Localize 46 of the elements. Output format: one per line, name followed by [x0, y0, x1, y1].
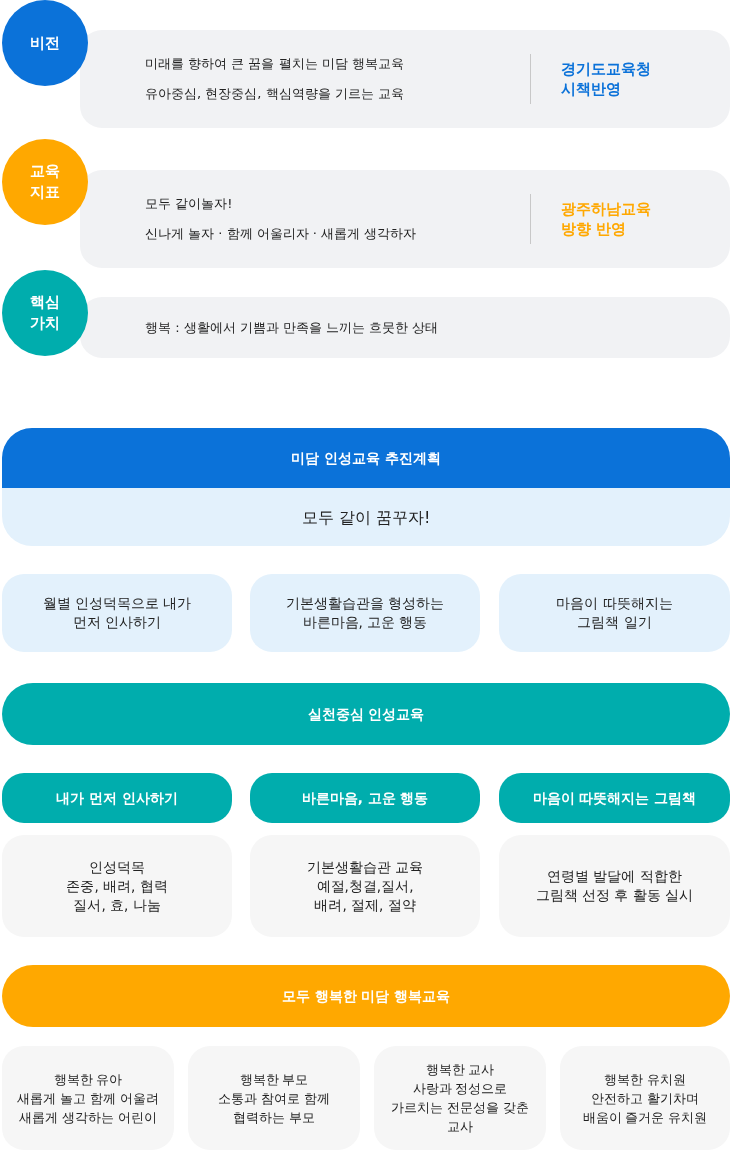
card-text: 행복한 교사 [425, 1061, 495, 1079]
category-pill [250, 773, 480, 823]
card-text: 소통과 참여로 함께 협력하는 부모 [217, 1089, 331, 1127]
source-note: 경기도교육청 시책반영 [561, 59, 652, 99]
heading-text: 내가 먼저 인사하기 [56, 788, 178, 808]
category-pill [2, 773, 232, 823]
slogan-panel [2, 488, 730, 546]
heading-text: 실천중심 인성교육 [307, 704, 425, 724]
heading-text: 미담 인성교육 추진계획 [291, 448, 441, 468]
card-text: 행복한 유치원 [604, 1070, 686, 1089]
badge-label: 핵심 가치 [29, 292, 61, 334]
heading-text: 마음이 따뜻해지는 그림책 [532, 788, 697, 808]
statement-text: 유아중심, 현장중심, 핵심역량을 기르는 교육 [145, 86, 405, 102]
badge-label: 비전 [30, 32, 60, 54]
card-text: 질서, 효, 나눔 [73, 895, 161, 915]
statement-text: 행복 : 생활에서 기쁨과 만족을 느끼는 흐뭇한 상태 [145, 319, 440, 336]
info-band [80, 30, 730, 128]
source-note: 광주하남교육 방향 반영 [561, 199, 652, 239]
badge-label: 교육 지표 [29, 161, 61, 203]
heading-text: 모두 행복한 미담 행복교육 [281, 986, 451, 1006]
card-text: 연령별 발달에 적합한 그림책 선정 후 활동 실시 [534, 867, 695, 905]
card-text: 안전하고 활기차며 배움이 즐거운 유치원 [581, 1089, 709, 1127]
card-text: 기본생활습관 교육 [306, 857, 424, 877]
category-pill [499, 773, 730, 823]
statement-text: 모두 같이놀자! [145, 196, 234, 212]
card-text: 예절,청결,질서, [316, 876, 414, 896]
plan-card [2, 574, 232, 652]
info-band [80, 297, 730, 358]
card-text: 행복한 유아 [53, 1070, 123, 1089]
plan-card [499, 574, 730, 652]
card-text: 마음이 따뜻해지는 그림책 일기 [555, 594, 674, 632]
info-band [80, 170, 730, 268]
card-text: 존중, 배려, 협력 [66, 876, 168, 896]
header-bar [2, 428, 730, 488]
card-text: 인성덕목 [89, 857, 145, 877]
card-text: 사랑과 정성으로 가르치는 전문성을 갖춘 교사 [390, 1080, 530, 1136]
plan-card [250, 574, 480, 652]
statement-text: 신나게 놀자 · 함께 어울리자 · 새롭게 생각하자 [145, 226, 418, 242]
heading-text: 바른마음, 고운 행동 [301, 788, 429, 808]
card-text: 기본생활습관을 형성하는 바른마음, 고운 행동 [284, 594, 446, 632]
card-text: 배려, 절제, 절약 [314, 895, 416, 915]
card-text: 행복한 부모 [239, 1070, 309, 1089]
card-text: 새롭게 놀고 함께 어울려 새롭게 생각하는 어린이 [16, 1089, 160, 1127]
slogan-text: 모두 같이 꿈꾸자! [301, 507, 431, 527]
statement-text: 미래를 향하여 큰 꿈을 펼치는 미담 행복교육 [145, 56, 405, 72]
card-text: 월별 인성덕목으로 내가 먼저 인사하기 [41, 594, 193, 632]
